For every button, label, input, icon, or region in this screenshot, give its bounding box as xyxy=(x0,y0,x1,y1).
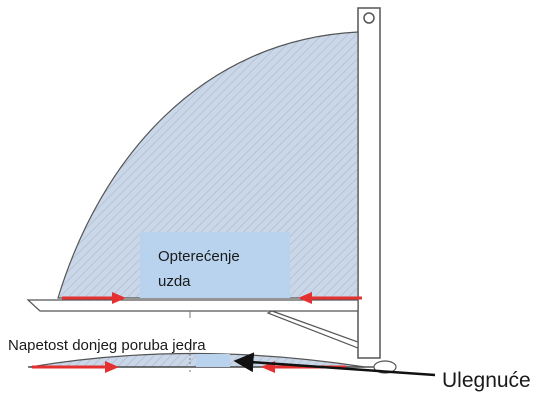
mast xyxy=(357,7,381,359)
boom xyxy=(26,299,359,312)
foot-tension-label: Napetost donjeg poruba jedra xyxy=(8,337,206,354)
sag-arrow xyxy=(233,352,436,377)
load-label: Opterećenje uzda xyxy=(140,232,290,298)
sag-highlight xyxy=(196,354,230,367)
load-label-line1: Opterećenje xyxy=(158,248,240,265)
load-label-line2: uzda xyxy=(158,273,191,290)
mast-top-ring xyxy=(363,12,375,24)
foot-tension-arrows xyxy=(62,292,362,304)
sag-label: Ulegnuće xyxy=(442,369,531,392)
boom-vang xyxy=(266,310,359,349)
sail xyxy=(57,31,359,299)
